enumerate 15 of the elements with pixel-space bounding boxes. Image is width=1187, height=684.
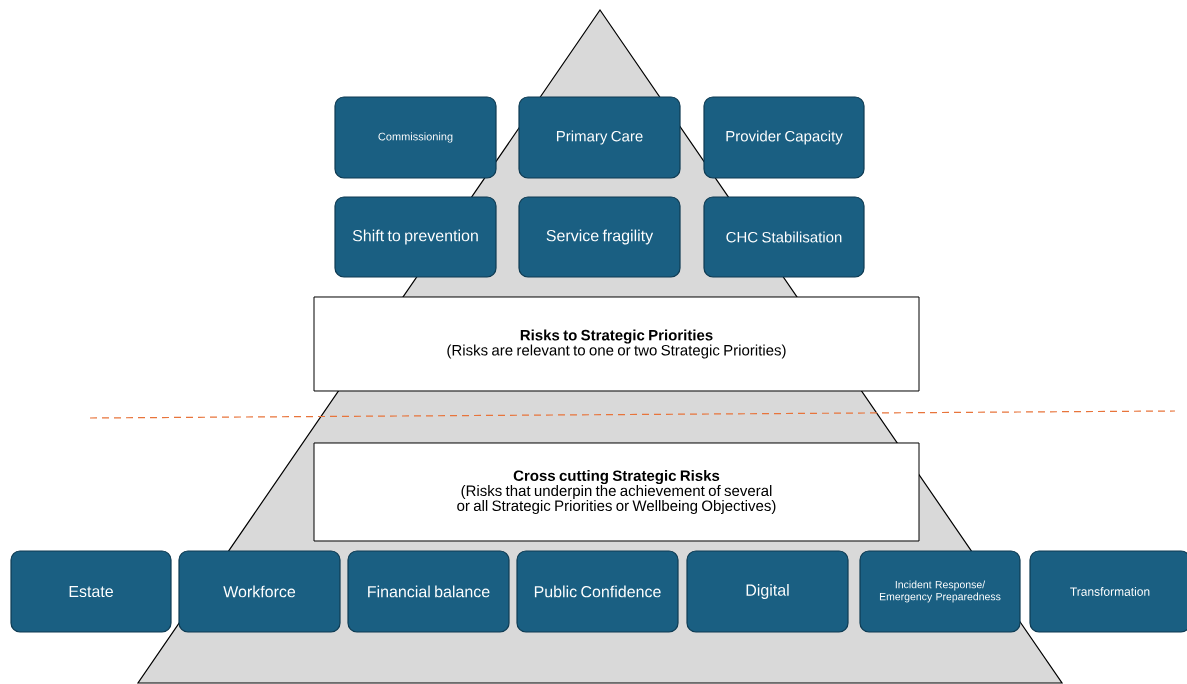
text-box: Risks to Strategic Priorities (Risks are relevant to one or two Strategic Priorities) xyxy=(313,296,920,392)
risk-box: Commissioning xyxy=(334,96,497,179)
risk-box: Estate xyxy=(10,550,172,633)
risk-box: Transformation xyxy=(1029,550,1187,633)
risk-box: Digital xyxy=(686,550,849,633)
risk-box: Primary Care xyxy=(518,96,681,179)
risk-box: Public Confidence xyxy=(516,550,679,633)
risk-box: Service fragility xyxy=(518,196,681,278)
risk-box: CHC Stabilisation xyxy=(703,196,865,278)
text-box: Cross cutting Strategic Risks (Risks that underpin the achievement of several or all Strategic Priorities or Wellbeing Objectives) xyxy=(313,442,920,542)
risk-box: Financial balance xyxy=(347,550,510,633)
risk-box: Shift to prevention xyxy=(334,196,497,278)
risk-box: Workforce xyxy=(178,550,341,633)
risk-box: Provider Capacity xyxy=(703,96,865,179)
risk-box: Incident Response/ Emergency Preparedness xyxy=(859,550,1021,633)
